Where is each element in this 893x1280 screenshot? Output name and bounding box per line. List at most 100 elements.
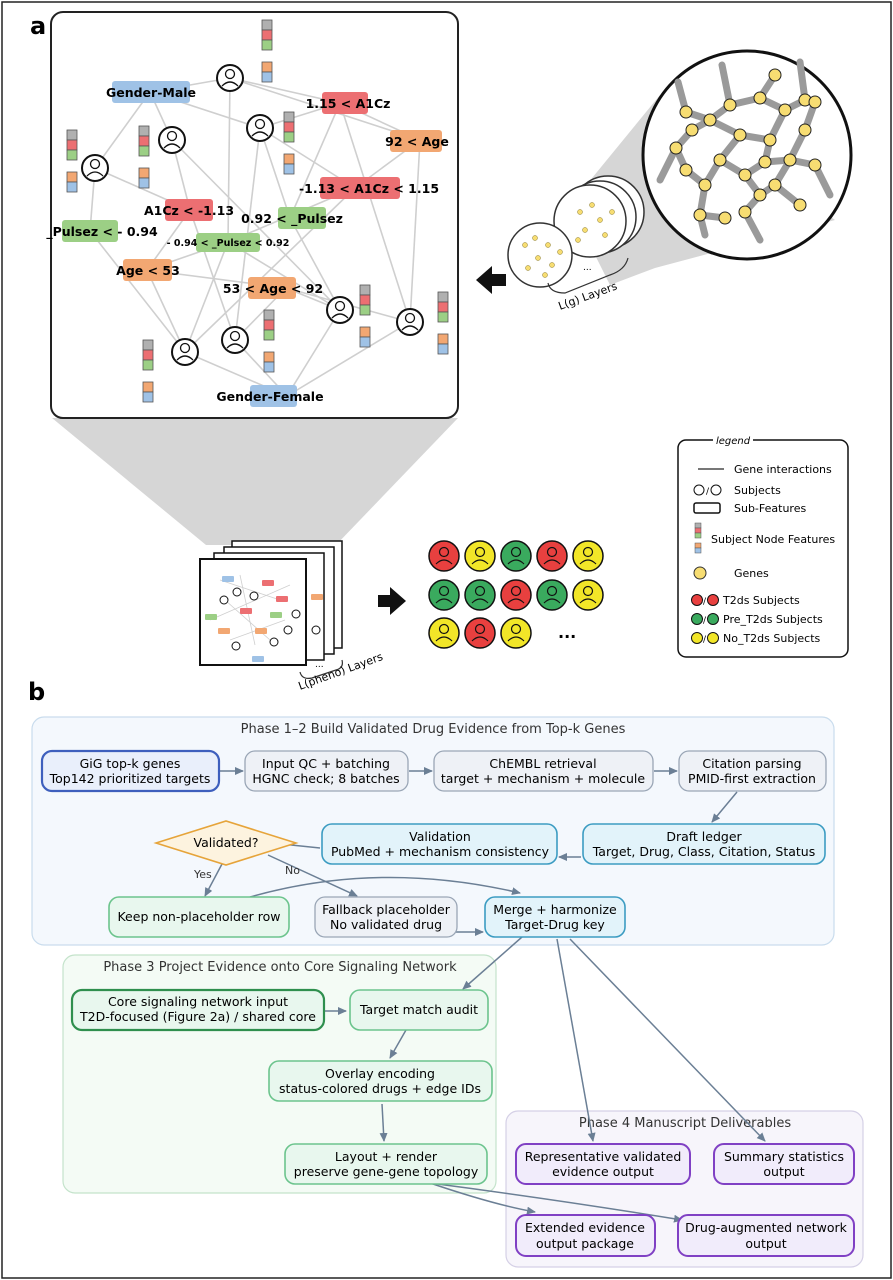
legend-gene-swatch: [693, 566, 707, 580]
legend-pre-t2ds-swatch: [691, 613, 719, 625]
subject-no-t2ds: [464, 540, 496, 572]
node-drug-augmented-network: Drug-augmented network output: [677, 1214, 855, 1257]
subject-icon: [81, 154, 109, 182]
legend-subject-separator: /: [706, 487, 710, 497]
subject-t2ds: [536, 540, 568, 572]
phase12-title: Phase 1–2 Build Validated Drug Evidence …: [241, 722, 626, 737]
legend-pre-t2ds-separator: /: [703, 616, 707, 626]
node-citation-parsing: Citation parsing PMID-first extraction: [678, 750, 827, 792]
node-core-line1: Core signaling network input: [108, 994, 288, 1009]
node-summary-statistics: Summary statistics output: [713, 1143, 855, 1185]
legend-label-genes: Genes: [734, 567, 769, 580]
subject-icon: [221, 326, 249, 354]
subject-icon: [396, 308, 424, 336]
subject-icon: [216, 64, 244, 92]
legend-label-no-t2ds: No_T2ds Subjects: [723, 632, 821, 645]
feature-bar: [66, 129, 78, 193]
node-augmented-line2: output: [745, 1236, 786, 1251]
subject-nodes: [81, 64, 424, 366]
feature-label-a1c-mid: -1.13 < A1Cz < 1.15: [299, 181, 439, 196]
legend-subfeature-swatch: [693, 502, 721, 514]
node-validation-line1: Validation: [409, 829, 471, 844]
gene-nodes: [669, 68, 822, 225]
node-merge-line2: Target-Drug key: [504, 917, 605, 932]
feature-box-a1c-mid: [320, 177, 400, 199]
feature-box-a1c-low: [165, 199, 213, 221]
subject-t2ds: [464, 617, 496, 649]
node-rep-line2: evidence output: [552, 1164, 654, 1179]
node-representative-output: Representative validated evidence output: [515, 1143, 691, 1185]
pheno-layer-stack: [199, 540, 343, 666]
panel-b-letter: b: [28, 678, 45, 706]
node-rep-line1: Representative validated: [525, 1149, 682, 1164]
gene-layers-brace: [547, 257, 629, 294]
legend-label-pre-t2ds: Pre_T2ds Subjects: [723, 613, 823, 626]
legend-label-subfeatures: Sub-Features: [734, 502, 806, 515]
node-augmented-line1: Drug-augmented network: [685, 1220, 847, 1235]
feature-bar: [283, 111, 295, 175]
feature-label-a1c-high: 1.15 < A1Cz: [306, 96, 391, 111]
subject-no-t2ds: [500, 617, 532, 649]
legend-subject-swatch: [693, 484, 722, 496]
feature-label-age-mid: 53 < Age < 92: [223, 281, 323, 296]
node-input-qc: Input QC + batching HGNC check; 8 batche…: [244, 750, 409, 792]
feature-box-pulse-mid: [196, 233, 260, 252]
node-gig-line2: Top142 prioritized targets: [49, 771, 211, 786]
feature-bar: [138, 125, 150, 189]
pheno-stack-ellipsis: ...: [315, 660, 324, 670]
legend-title: legend: [716, 436, 751, 447]
legend-no-t2ds-swatch: [691, 632, 719, 644]
flow-nodes: GiG top-k genes Top142 prioritized targe…: [40, 749, 855, 1257]
feature-label-gender-female: Gender-Female: [216, 389, 323, 404]
node-draft-ledger: Draft ledger Target, Drug, Class, Citati…: [582, 823, 826, 865]
phase3-title: Phase 3 Project Evidence onto Core Signa…: [103, 960, 457, 975]
subject-no-t2ds: [572, 579, 604, 611]
phase4-title: Phase 4 Manuscript Deliverables: [579, 1116, 791, 1131]
gene-stack-ellipsis: ...: [583, 263, 592, 273]
subject-no-t2ds: [428, 617, 460, 649]
node-citation-line1: Citation parsing: [702, 756, 801, 771]
node-keep-row: Keep non-placeholder row: [108, 896, 290, 938]
node-chembl-line2: target + mechanism + molecule: [441, 771, 646, 786]
node-extended-line2: output package: [536, 1236, 634, 1251]
feature-label-gender-male: Gender-Male: [106, 85, 196, 100]
subject-icon: [326, 296, 354, 324]
legend-node-feature-swatch: [694, 522, 702, 554]
subject-pre-t2ds: [428, 579, 460, 611]
feature-bar: [437, 291, 449, 355]
node-chembl-line1: ChEMBL retrieval: [489, 756, 596, 771]
feature-label-pulse-low: _Pulsez < - 0.94: [46, 224, 158, 240]
arrow-graph-to-subjects: [378, 587, 406, 615]
pheno-layers-brace: [299, 659, 343, 679]
legend-t2ds-swatch: [691, 594, 719, 606]
node-qc-line1: Input QC + batching: [262, 756, 390, 771]
node-summary-line1: Summary statistics: [724, 1149, 844, 1164]
node-layout-render: Layout + render preserve gene-gene topol…: [284, 1143, 488, 1185]
edge-label-no: No: [285, 864, 300, 877]
node-validated-label: Validated?: [194, 835, 259, 850]
subject-pre-t2ds: [500, 540, 532, 572]
feature-bar: [142, 339, 154, 403]
node-summary-line2: output: [763, 1164, 804, 1179]
subject-t2ds: [500, 579, 532, 611]
node-overlay-line2: status-colored drugs + edge IDs: [279, 1081, 481, 1096]
feature-box-gender-male: [112, 81, 190, 103]
node-target-match-audit: Target match audit: [349, 989, 489, 1031]
node-overlay-encoding: Overlay encoding status-colored drugs + …: [268, 1060, 493, 1102]
node-overlay-line1: Overlay encoding: [325, 1066, 435, 1081]
feature-bar: [263, 309, 275, 373]
node-core-line2: T2D-focused (Figure 2a) / shared core: [79, 1009, 316, 1024]
feature-box-age-high: [390, 130, 442, 152]
feature-box-gender-female: [250, 385, 297, 407]
node-validation-line2: PubMed + mechanism consistency: [331, 844, 550, 859]
feature-bar: [261, 19, 273, 83]
node-merge-harmonize: Merge + harmonize Target-Drug key: [484, 896, 626, 938]
subject-icon: [246, 114, 274, 142]
gene-layer-stack: [507, 175, 645, 288]
node-audit-label: Target match audit: [359, 1002, 478, 1017]
feature-label-pulse-mid-high: 0.92 < _Pulsez: [241, 211, 343, 227]
feature-box-pulse-mid-high: [278, 207, 326, 229]
legend-box: [677, 439, 849, 658]
